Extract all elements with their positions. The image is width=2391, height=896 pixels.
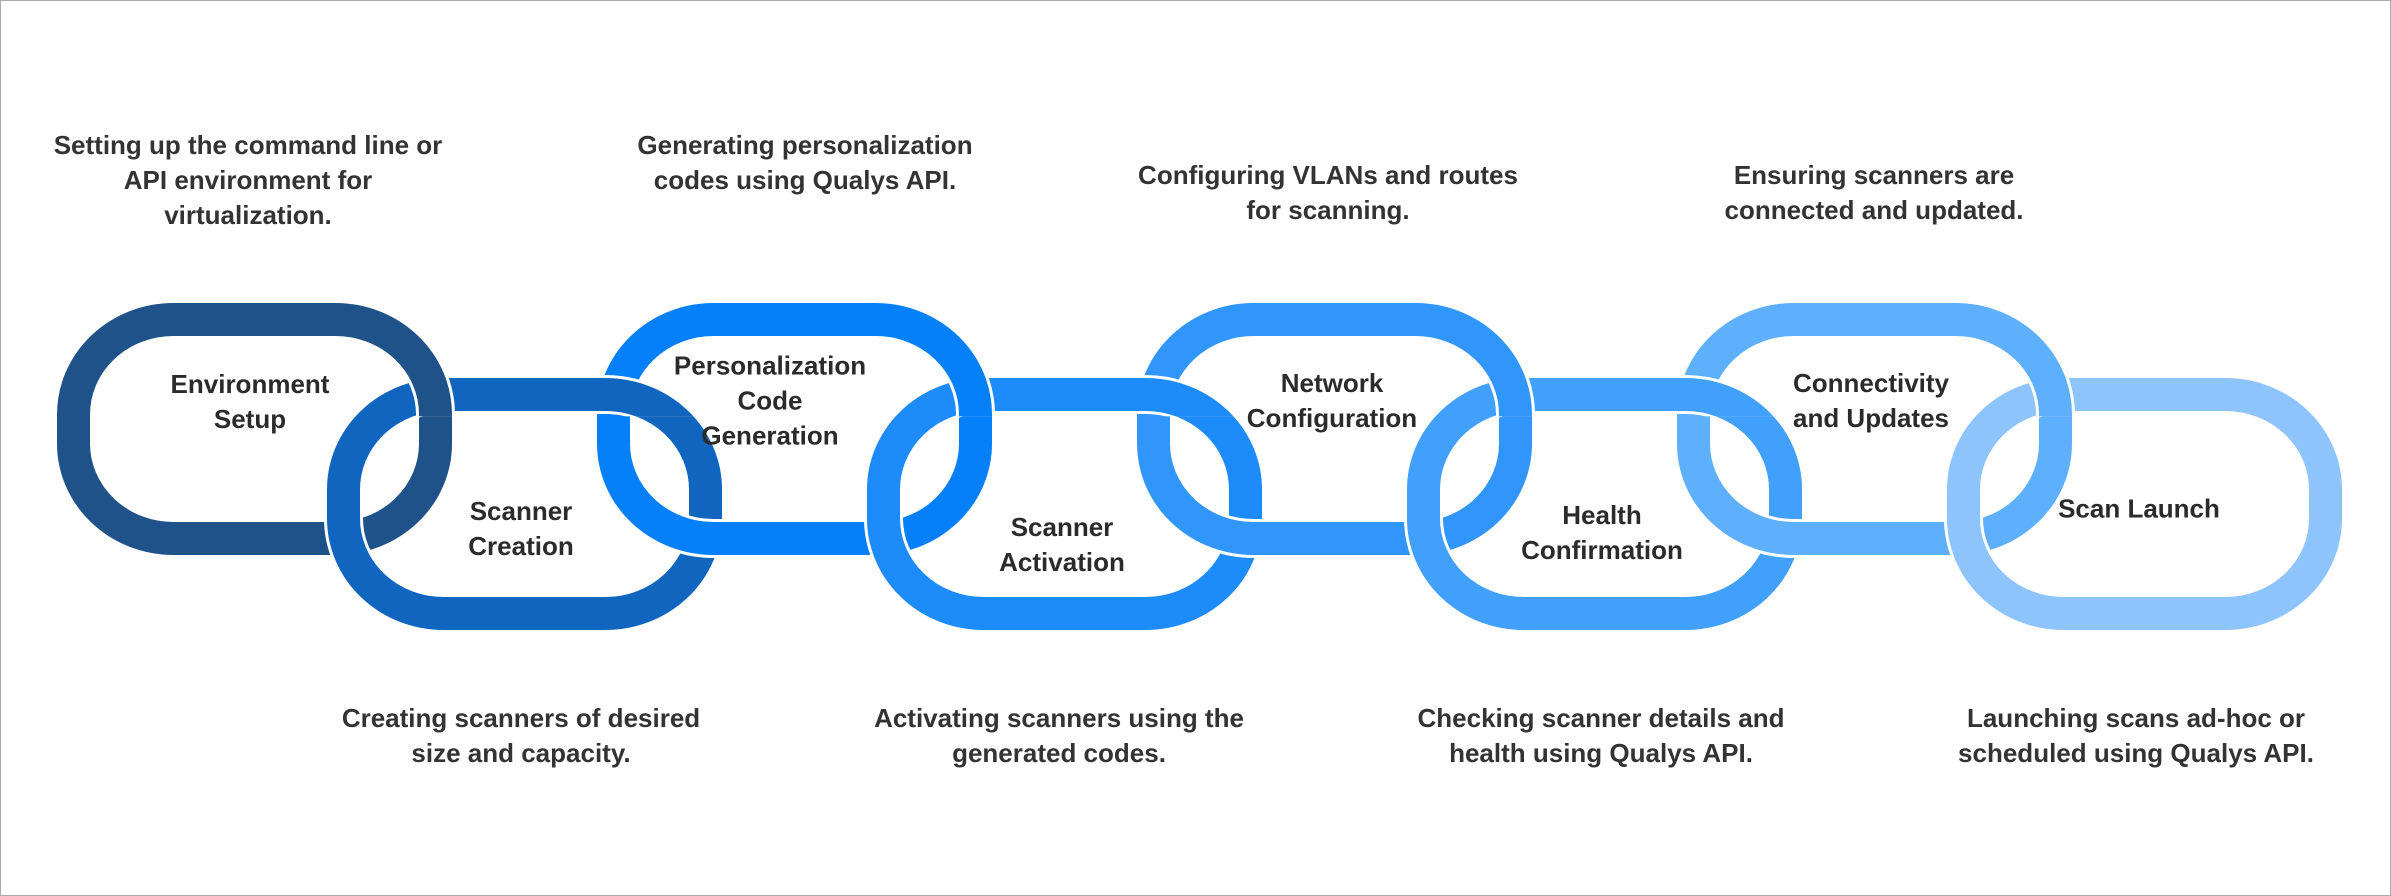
step-1-description: Setting up the command line or API envir… [53, 130, 443, 230]
chain-link-ring [597, 303, 992, 555]
chain-link-ring [867, 378, 1262, 630]
step-8-description: Launching scans ad-hoc or scheduled usin… [1958, 703, 2314, 768]
step-4-label: Scanner Activation [999, 512, 1125, 577]
chain-link-4 [864, 375, 1265, 633]
chain-link-ring [1407, 378, 1802, 630]
chain-link-6 [1404, 375, 1805, 633]
chain-link-5 [1134, 300, 1535, 558]
chain-link-ring [57, 303, 452, 555]
step-2-label: Scanner Creation [468, 496, 574, 561]
chain-link-ring [1677, 303, 2072, 555]
step-3-description: Generating personalization codes using Q… [637, 130, 973, 195]
chain-link-8 [1944, 375, 2345, 633]
step-3-label: Personalization Code Generation [673, 350, 867, 451]
step-7-description: Ensuring scanners are connected and upda… [1724, 160, 2024, 225]
step-5-label: Network Configuration [1246, 368, 1418, 433]
step-6-label: Health Confirmation [1521, 500, 1683, 565]
step-1-label: Environment Setup [170, 369, 330, 434]
chain-link-3 [594, 300, 995, 558]
step-2-description: Creating scanners of desired size and ca… [341, 703, 701, 768]
step-8-label: Scan Launch [2058, 493, 2220, 524]
chain-link-1 [54, 300, 455, 558]
chain-link-ring [1947, 378, 2342, 630]
step-5-description: Configuring VLANs and routes for scannin… [1138, 160, 1518, 225]
chain-link-ring [327, 378, 722, 630]
chain-link-2 [324, 375, 725, 633]
step-6-description: Checking scanner details and health usin… [1417, 703, 1785, 768]
chain-link-ring [1137, 303, 1532, 555]
step-4-description: Activating scanners using the generated … [874, 703, 1244, 768]
chain-link-7 [1674, 300, 2075, 558]
step-7-label: Connectivity and Updates [1792, 368, 1950, 433]
